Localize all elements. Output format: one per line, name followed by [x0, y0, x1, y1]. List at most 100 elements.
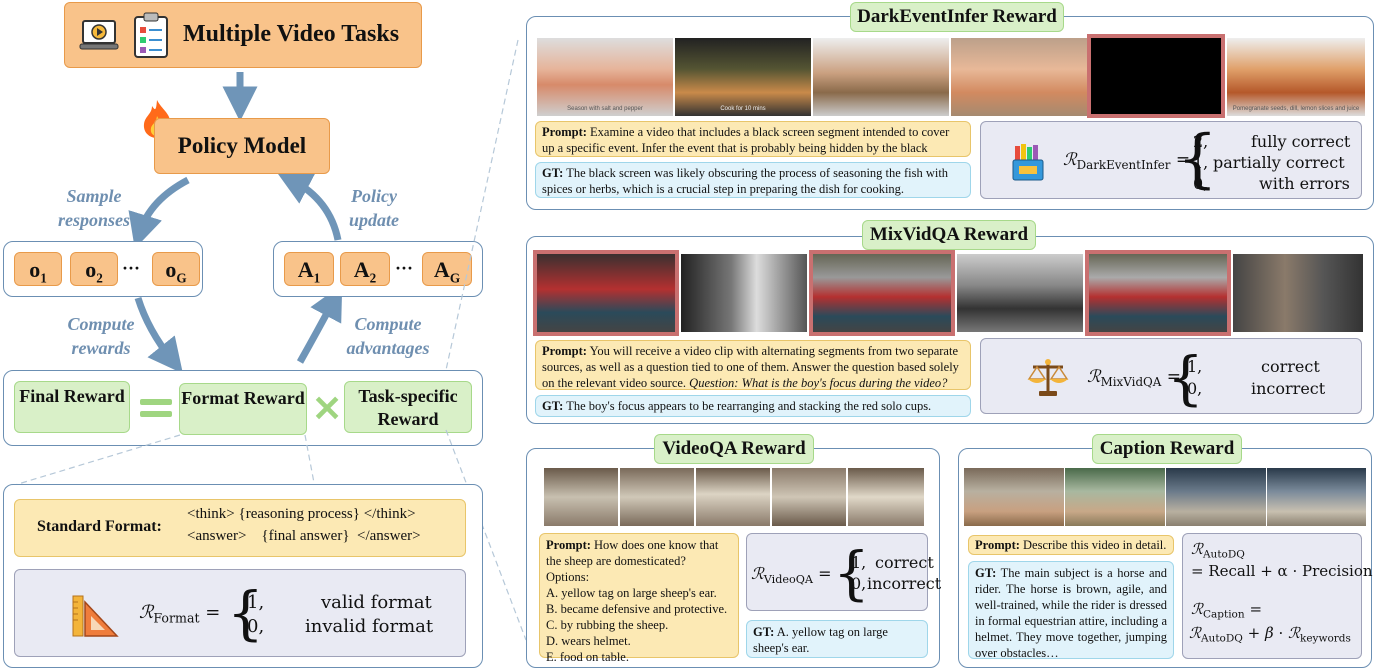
caption-rhs: ℛAutoDQ + β · ℛkeywords	[1189, 624, 1351, 645]
ruler-triangle-icon	[72, 595, 119, 637]
option-a: A. yellow tag on large sheep's ear.	[546, 586, 717, 600]
option-b: B. became defensive and protective.	[546, 602, 728, 616]
video-frame: Pomegranate seeds, dill, lemon slices an…	[1227, 38, 1365, 116]
output-label: o2	[85, 257, 103, 286]
videoqa-case-incorrect-value: 0,	[851, 574, 867, 593]
video-frame	[951, 38, 1087, 116]
videoqa-case-incorrect-text: incorrect	[867, 574, 942, 593]
gt-text: The boy's focus appears to be rearrangin…	[566, 399, 932, 413]
video-laptop-icon	[79, 20, 119, 50]
output-label: oG	[165, 257, 187, 286]
videoqa-prompt: Prompt: How does one know that the sheep…	[539, 533, 739, 664]
frame-caption: Season with salt and pepper	[567, 106, 643, 112]
darkeventinfer-frames: Season with salt and pepper Cook for 10 …	[537, 34, 1365, 118]
video-frame	[544, 468, 618, 526]
darkeventinfer-formula-lhs: ℛDarkEventInfer =	[1063, 150, 1191, 173]
caption-frames	[964, 468, 1366, 526]
video-frame	[848, 468, 924, 526]
outputs-group: o1 o2 ··· oG	[3, 241, 203, 297]
gt-label: GT:	[542, 399, 564, 413]
autodq-lhs: ℛAutoDQ	[1191, 540, 1245, 561]
videoqa-title: VideoQA Reward	[654, 434, 814, 464]
option-d: D. wears helmet.	[546, 634, 631, 648]
darkeventinfer-case-0-value: 0,	[1193, 174, 1209, 193]
tasks-label: Multiple Video Tasks	[183, 21, 400, 47]
mixvidqa-case-correct-text: correct	[1261, 357, 1320, 376]
darkeventinfer-case-0-text: with errors	[1259, 174, 1350, 193]
gt-text: A. yellow tag on large sheep's ear.	[753, 625, 888, 655]
video-frame: Season with salt and pepper	[537, 38, 673, 116]
darkeventinfer-formula-box: ℛDarkEventInfer = { 2, fully correct 1, …	[980, 121, 1362, 199]
arrows-layer	[128, 72, 343, 374]
multiple-video-tasks-box: Multiple Video Tasks	[64, 2, 422, 68]
prompt-label: Prompt:	[975, 538, 1020, 552]
outputs-ellipsis: ···	[122, 258, 141, 278]
caption-lhs: ℛCaption =	[1191, 600, 1263, 621]
zoom-lines-left	[4, 434, 316, 489]
highlighted-frame	[1085, 250, 1231, 336]
policy-update-label: Policy update	[348, 186, 399, 230]
video-frame	[1166, 468, 1266, 526]
format-case-valid-value: 1,	[247, 592, 265, 613]
caption-prompt: Prompt: Describe this video in detail.	[968, 535, 1174, 555]
prompt-text: Describe this video in detail.	[1023, 538, 1167, 552]
mixvidqa-formula-box: ℛMixVidQA = { 1, correct 0, incorrect	[980, 338, 1362, 414]
video-frame	[1267, 468, 1366, 526]
format-case-valid-text: valid format	[321, 592, 432, 613]
format-reward-box: Format Reward	[179, 383, 307, 435]
multiply-sign-icon: ✕	[312, 389, 343, 429]
video-frame	[1065, 468, 1165, 526]
black-screen-frame	[1087, 34, 1225, 118]
format-brace: {	[227, 579, 264, 647]
output-o1: o1	[14, 252, 62, 286]
final-reward-box: Final Reward	[14, 381, 130, 433]
gt-label: GT:	[753, 625, 775, 639]
prompt-text: How does one know that the sheep are dom…	[546, 538, 719, 568]
videoqa-formula-box: ℛVideoQA = { 1, correct 0, incorrect	[746, 533, 941, 611]
highlighted-frame	[533, 250, 679, 336]
caption-title: Caption Reward	[1092, 434, 1242, 464]
video-frame: Cook for 10 mins	[675, 38, 811, 116]
caption-gt: GT: The main subject is a horse and ride…	[968, 561, 1174, 660]
options-label: Options:	[546, 570, 590, 584]
format-detail-panel: Standard Format: <think> {reasoning proc…	[3, 484, 483, 668]
videoqa-case-correct-text: correct	[875, 553, 934, 572]
darkeventinfer-brace: {	[1177, 122, 1218, 196]
frame-caption: Cook for 10 mins	[720, 106, 766, 112]
equals-sign-icon	[140, 399, 172, 405]
advantages-group: A1 A2 ··· AG	[273, 241, 483, 297]
option-c: C. by rubbing the sheep.	[546, 618, 669, 632]
checklist-icon	[134, 12, 168, 58]
video-frame	[696, 468, 770, 526]
autodq-rhs: = Recall + α · Precision	[1191, 562, 1373, 580]
darkeventinfer-case-1-value: 1,	[1193, 153, 1209, 172]
mixvidqa-gt: GT: The boy's focus appears to be rearra…	[535, 395, 971, 417]
output-label: o1	[29, 257, 47, 286]
compute-advantages-label: Compute advantages	[346, 314, 430, 358]
sample-responses-label: Sample responses	[57, 186, 130, 230]
video-frame	[813, 38, 949, 116]
advantage-a2: A2	[340, 252, 390, 286]
advantage-a1: A1	[284, 252, 334, 286]
compute-rewards-label: Compute rewards	[67, 314, 135, 358]
video-frame	[681, 254, 807, 332]
darkeventinfer-title: DarkEventInfer Reward	[850, 2, 1064, 32]
videoqa-brace: {	[833, 539, 870, 607]
advantage-label: AG	[433, 257, 461, 286]
mixvidqa-case-incorrect-value: 0,	[1187, 379, 1203, 398]
videoqa-frames	[544, 468, 924, 526]
format-case-invalid-value: 0,	[247, 616, 265, 637]
gt-text: The black screen was likely obscuring th…	[542, 166, 949, 196]
videoqa-case-correct-value: 1,	[851, 553, 867, 572]
task-specific-reward-box: Task-specific Reward	[344, 381, 472, 433]
videoqa-gt: GT: A. yellow tag on large sheep's ear.	[746, 620, 928, 658]
mixvidqa-case-incorrect-text: incorrect	[1251, 379, 1326, 398]
gt-label: GT:	[542, 166, 564, 180]
video-frame	[620, 468, 694, 526]
equals-sign-icon-lower	[140, 411, 172, 417]
gt-text: The main subject is a horse and rider. T…	[975, 566, 1167, 660]
advantage-label: A1	[297, 257, 321, 286]
darkeventinfer-case-1-text: partially correct	[1213, 153, 1345, 172]
darkeventinfer-case-2-text: fully correct	[1251, 132, 1351, 151]
darkeventinfer-gt: GT: The black screen was likely obscurin…	[535, 162, 971, 198]
